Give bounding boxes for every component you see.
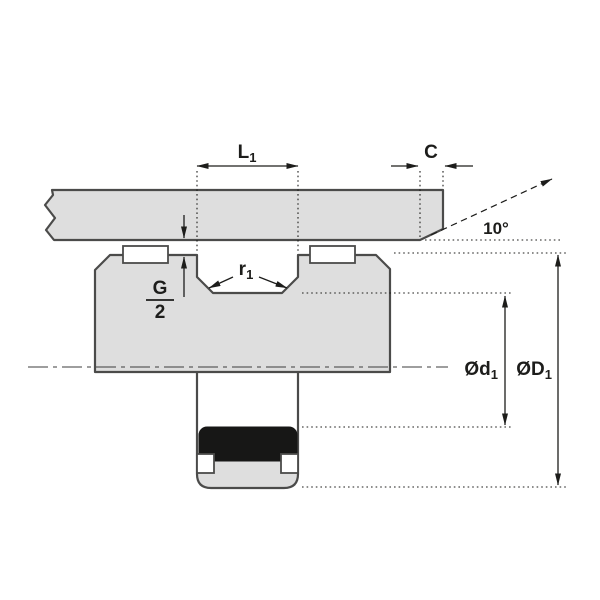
rod-cross-section <box>43 188 445 242</box>
housing-cross-section <box>93 253 392 374</box>
dim-r1: r1 <box>208 259 288 289</box>
r1-leader-left <box>208 276 234 289</box>
retainer-base <box>195 454 300 490</box>
backup-ring-right <box>280 453 299 474</box>
dim-C: C <box>391 142 473 238</box>
dim-angle: 10° <box>425 178 560 241</box>
seal-ring <box>198 426 298 462</box>
label-G-numerator: G <box>153 278 168 299</box>
r1-leader-right <box>258 276 288 289</box>
dim-d1: Ød1 <box>302 292 512 428</box>
label-angle: 10° <box>483 219 509 238</box>
angle-leg <box>430 178 553 236</box>
guide-ring-left <box>122 245 169 264</box>
label-D1: ØD1 <box>516 359 552 382</box>
guide-ring-right <box>309 245 356 264</box>
backup-ring-left <box>196 453 215 474</box>
label-C: C <box>424 142 438 163</box>
dim-D1: ØD1 <box>302 252 566 488</box>
label-L1: L1 <box>238 142 257 165</box>
label-G-denominator: 2 <box>155 302 166 323</box>
dim-G2: G 2 <box>146 215 187 323</box>
label-r1: r1 <box>239 259 254 282</box>
dim-L1: L1 <box>196 142 299 252</box>
label-d1: Ød1 <box>464 359 498 382</box>
